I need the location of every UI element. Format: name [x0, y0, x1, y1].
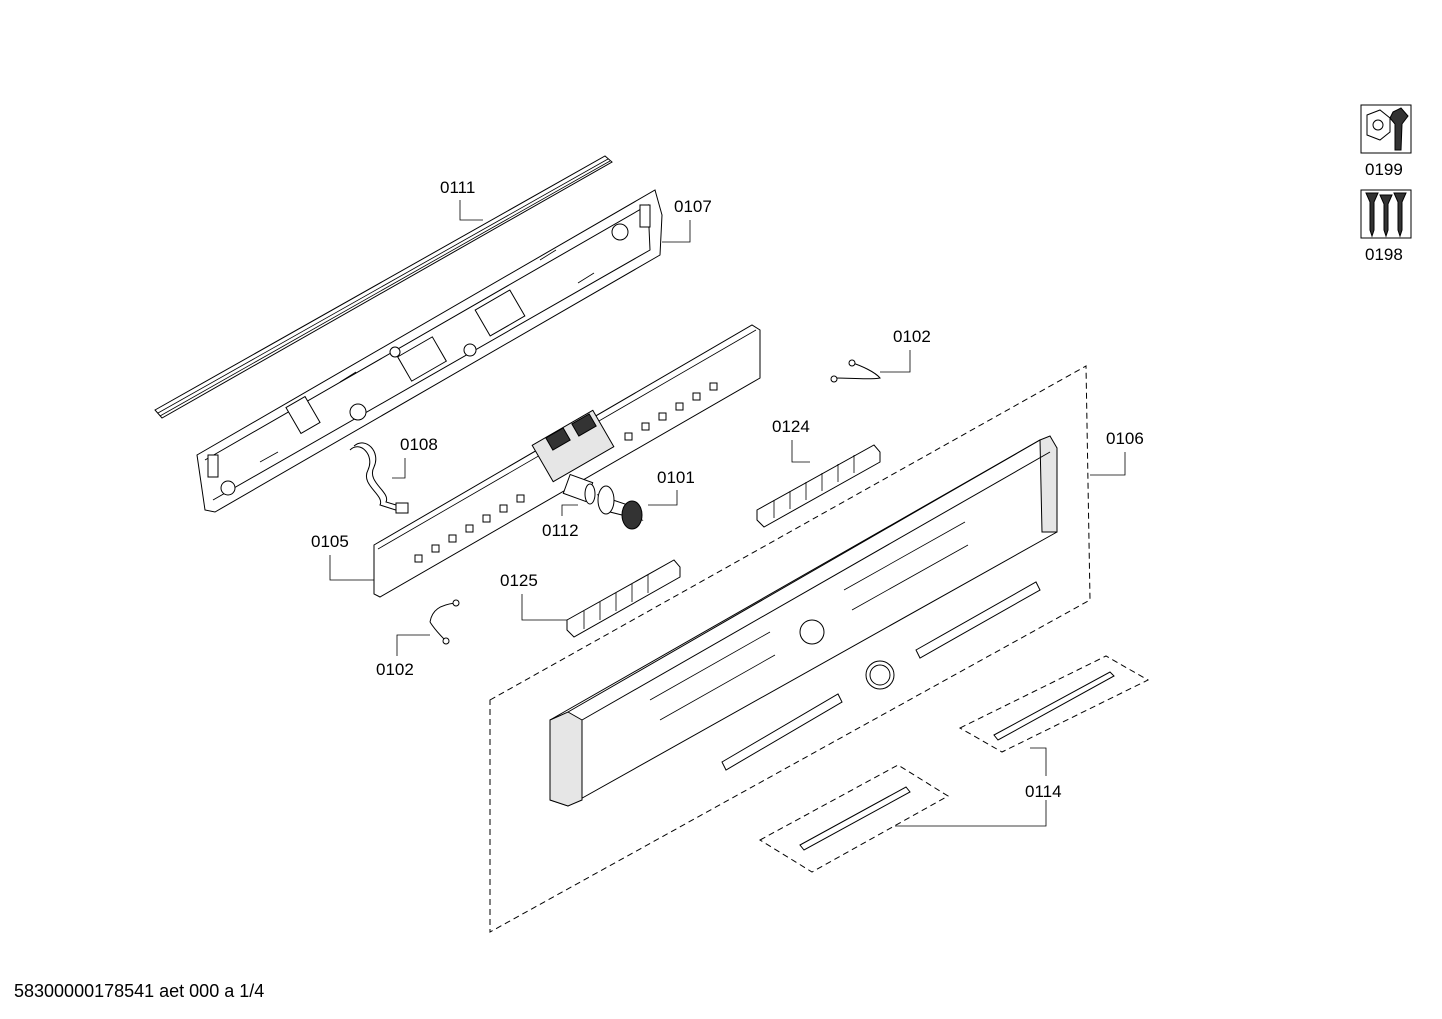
label-0114: 0114: [1025, 782, 1062, 801]
leader-lines: [329, 200, 1126, 827]
label-0112: 0112: [542, 521, 579, 540]
part-0105-circuit-board: [373, 324, 761, 598]
label-0102-top: 0102: [893, 327, 931, 346]
label-0101: 0101: [657, 468, 695, 487]
label-0102-bottom: 0102: [376, 660, 414, 679]
board-buttons: [414, 382, 718, 563]
part-labels: 0111 0107 0108 0105 0102 0124 0101 0112 …: [311, 178, 1144, 801]
part-0101-knob: [596, 485, 644, 530]
label-0198: 0198: [1365, 245, 1403, 264]
part-0106-control-panel: [489, 365, 1091, 933]
screws-icon: [1360, 189, 1412, 239]
label-0199: 0199: [1365, 160, 1403, 179]
part-0108-ribbon-cable: [349, 442, 409, 514]
label-0107: 0107: [674, 197, 712, 216]
part-0125-key-strip: [566, 559, 681, 638]
label-0105: 0105: [311, 532, 349, 551]
part-0102-cable-top: [830, 359, 881, 383]
part-0124-key-strip: [756, 444, 881, 528]
label-0106: 0106: [1106, 429, 1144, 448]
wrench-nut-icon: [1360, 104, 1412, 154]
label-0108: 0108: [400, 435, 438, 454]
part-0111-trim-strip: [154, 155, 613, 419]
part-0102-cable-bottom: [429, 599, 460, 645]
document-footer-code: 58300000178541 aet 000 a 1/4: [14, 981, 265, 1001]
part-0112-encoder: [562, 473, 596, 505]
part-0114-light-guides: [759, 655, 1150, 873]
label-0111: 0111: [440, 178, 475, 197]
label-0124: 0124: [772, 417, 810, 436]
part-0107-carrier-frame: [196, 189, 663, 513]
label-0125: 0125: [500, 571, 538, 590]
